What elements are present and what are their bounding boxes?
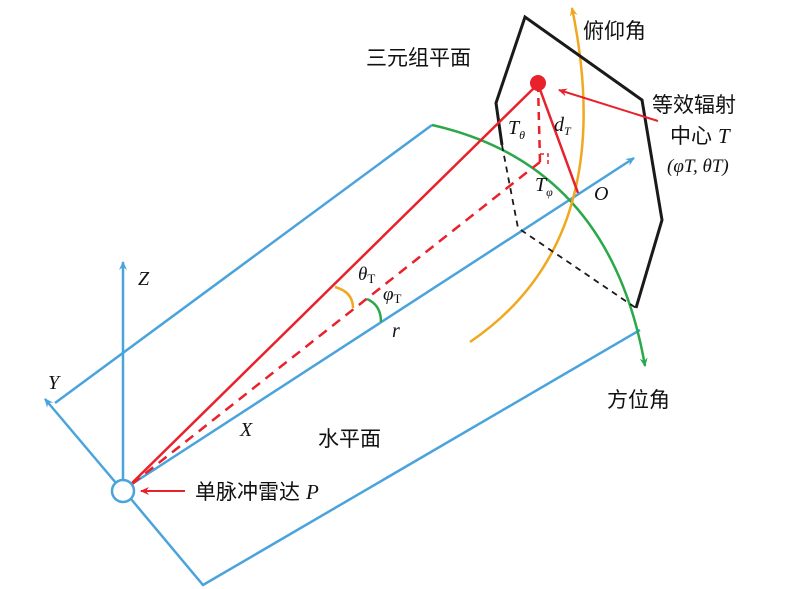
radar-icon [110,478,136,504]
horizontal-plane [54,123,641,587]
x-axis-label: X [239,419,253,441]
target-geometry [129,83,580,486]
d-t-label: dT [554,114,572,138]
center-pointer-arrow [558,88,659,122]
t-theta-label: Tθ [508,117,525,142]
azimuth-label: 方位角 [607,388,670,412]
center-coords: (φT, θT) [667,156,729,177]
y-axis-label: Y [48,372,61,394]
range-label: r [392,320,400,342]
z-axis-label: Z [138,268,150,290]
origin-label: O [594,183,608,205]
phi-label: φT [383,284,402,306]
horizontal-plane-label: 水平面 [318,427,381,451]
equivalent-radiation-center-dot [530,75,546,91]
center-label-line1: 等效辐射 [652,93,736,117]
theta-angle-arc [334,285,355,309]
azimuth-arc [431,123,648,367]
phi-angle-arc [366,297,383,323]
triplet-plane-label: 三元组平面 [366,46,471,70]
triplet-plane [494,14,664,309]
elevation-label: 俯仰角 [583,19,646,43]
t-phi-label: Tφ [535,174,553,199]
x-axis [131,156,635,486]
elevation-arc [469,7,585,344]
y-axis [44,398,117,484]
theta-label: θT [358,264,375,286]
